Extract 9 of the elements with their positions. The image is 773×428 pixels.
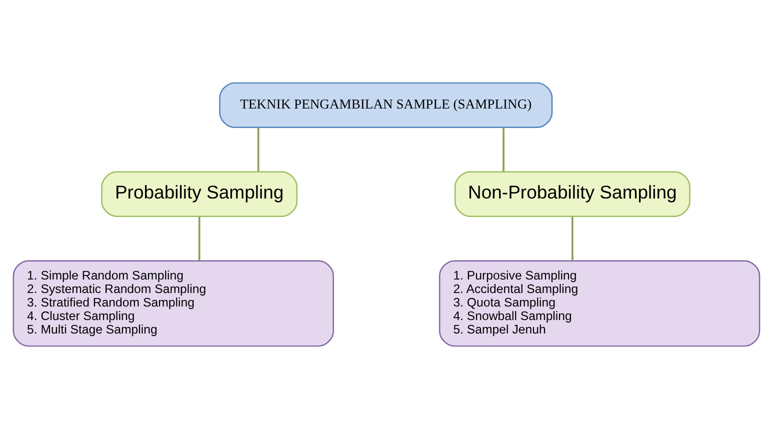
connector bbox=[502, 127, 504, 171]
node-box: 1. Simple Random Sampling 2. Systematic Random Sampling 3. Stratified Random Sampling 4. Cluster Sampling 5. Multi Stage Sampling bbox=[12, 260, 334, 346]
node-box: 1. Purposive Sampling 2. Accidental Sampling 3. Quota Sampling 4. Snowball Sampling 5. Sampel Jenuh bbox=[439, 260, 760, 346]
node-box: Non-Probability Sampling bbox=[454, 170, 690, 216]
connector bbox=[198, 216, 200, 260]
node-box: TEKNIK PENGAMBILAN SAMPLE (SAMPLING) bbox=[219, 82, 553, 128]
connector bbox=[571, 216, 574, 260]
node-box: Probability Sampling bbox=[101, 170, 298, 216]
connector bbox=[257, 127, 260, 171]
